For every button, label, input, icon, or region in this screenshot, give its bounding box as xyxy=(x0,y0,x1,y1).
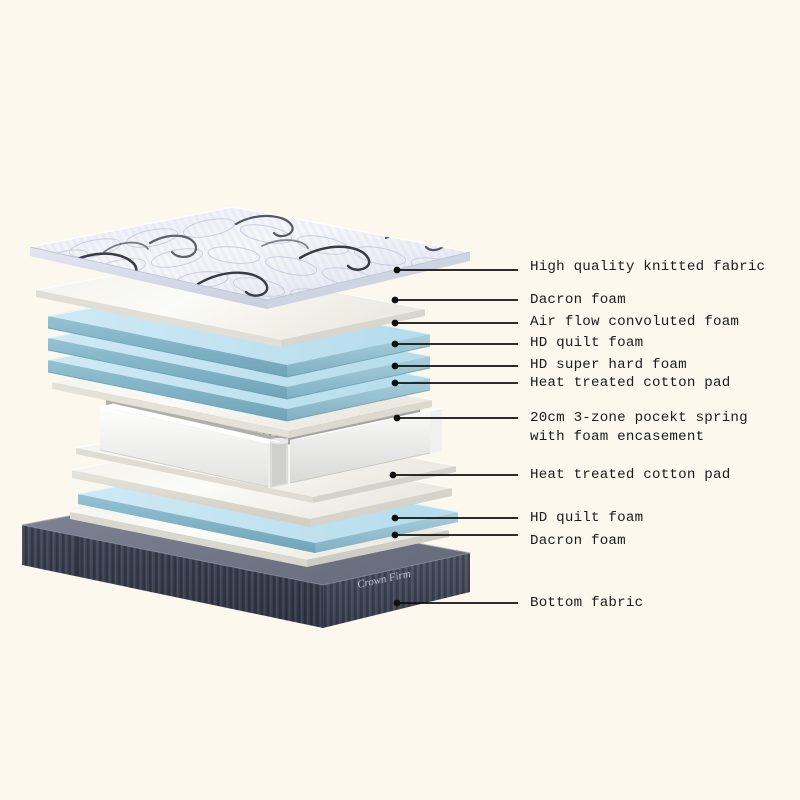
callout-knit-fabric: High quality knitted fabric xyxy=(530,258,765,276)
callout-pocket-spring: 20cm 3-zone pocekt spring with foam encas… xyxy=(530,409,748,447)
callout-text: Dacron foam xyxy=(530,292,626,308)
leader-dot xyxy=(391,514,399,522)
callout-text: Dacron foam xyxy=(530,533,626,549)
callout-text: Bottom fabric xyxy=(530,595,644,611)
callout-text: HD quilt foam xyxy=(530,510,644,526)
callout-hd-quilt-top: HD quilt foam xyxy=(530,334,643,352)
callout-air-flow: Air flow convoluted foam xyxy=(530,313,739,331)
callout-cotton-pad-top: Heat treated cotton pad xyxy=(530,374,730,392)
leader-dot xyxy=(391,340,399,348)
callout-dacron-top: Dacron foam xyxy=(530,291,626,309)
leader-dot xyxy=(391,319,399,327)
callout-cotton-pad-bot: Heat treated cotton pad xyxy=(530,466,730,484)
leader-dot xyxy=(393,599,401,607)
leader-dot xyxy=(393,414,401,422)
callout-dacron-bot: Dacron foam xyxy=(530,532,626,550)
callout-text: HD quilt foam xyxy=(530,335,644,351)
callout-hd-super-hard: HD super hard foam xyxy=(530,356,687,374)
callout-text: Heat treated cotton pad xyxy=(530,375,731,391)
leader-dot xyxy=(391,379,399,387)
leader-dot xyxy=(391,296,399,304)
leader-dot xyxy=(393,266,401,274)
callout-text: 20cm 3-zone pocekt spring xyxy=(530,410,748,426)
callout-text: Heat treated cotton pad xyxy=(530,467,731,483)
callout-leader-lines xyxy=(389,266,518,607)
callout-hd-quilt-bot: HD quilt foam xyxy=(530,509,643,527)
leader-dot xyxy=(391,362,399,370)
leader-dot xyxy=(391,531,399,539)
callout-bottom-fabric: Bottom fabric xyxy=(530,594,643,612)
leader-dot xyxy=(389,471,397,479)
callout-text: High quality knitted fabric xyxy=(530,259,766,275)
callout-text: HD super hard foam xyxy=(530,357,687,373)
callout-text-line2: with foam encasement xyxy=(530,429,705,445)
layer-dacron-foam-top xyxy=(35,262,426,347)
callout-text: Air flow convoluted foam xyxy=(530,314,740,330)
